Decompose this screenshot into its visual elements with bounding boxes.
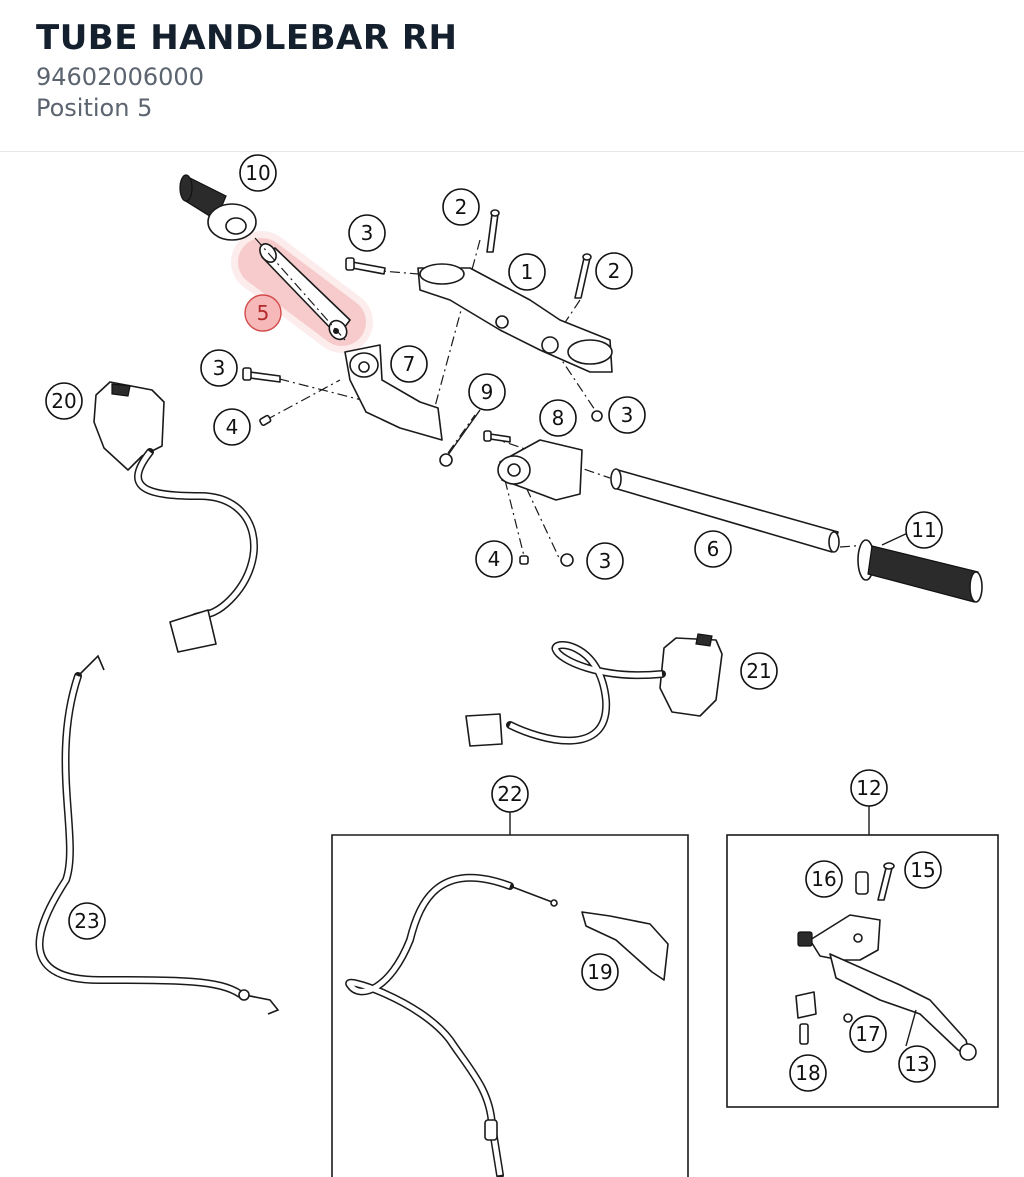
screw-4b xyxy=(519,555,529,565)
box-22 xyxy=(331,812,689,1177)
assembly-centerlines xyxy=(254,237,869,561)
fastener-9 xyxy=(439,453,453,467)
upper-triple-clamp xyxy=(417,263,613,373)
svg-text:12: 12 xyxy=(856,776,881,800)
switch-right xyxy=(465,633,723,747)
nut-17 xyxy=(843,1013,853,1023)
callout-3-bottom[interactable]: 3 xyxy=(586,542,624,580)
callout-11[interactable]: 11 xyxy=(905,511,943,549)
callout-4-left[interactable]: 4 xyxy=(213,408,251,446)
grip-left xyxy=(179,174,257,241)
callout-3-top[interactable]: 3 xyxy=(348,214,386,252)
callout-21[interactable]: 21 xyxy=(740,652,778,690)
svg-text:10: 10 xyxy=(245,161,270,185)
svg-text:19: 19 xyxy=(587,960,612,984)
svg-text:3: 3 xyxy=(213,356,226,380)
callout-19[interactable]: 19 xyxy=(581,953,619,991)
part-number: 94602006000 xyxy=(36,63,204,91)
lever-cover-19 xyxy=(581,911,669,981)
callout-5-highlighted[interactable]: 5 xyxy=(244,294,282,332)
svg-text:23: 23 xyxy=(74,909,99,933)
callout-2-right[interactable]: 2 xyxy=(595,252,633,290)
cable-23 xyxy=(35,654,280,1015)
svg-text:4: 4 xyxy=(488,547,501,571)
part-title: TUBE HANDLEBAR RH xyxy=(36,18,458,58)
tube-handlebar-lh xyxy=(610,468,840,553)
svg-text:3: 3 xyxy=(599,549,612,573)
callout-12[interactable]: 12 xyxy=(850,769,888,807)
svg-text:3: 3 xyxy=(621,403,634,427)
svg-text:15: 15 xyxy=(910,858,935,882)
callout-23[interactable]: 23 xyxy=(68,902,106,940)
bolt-3d xyxy=(483,430,511,443)
screw-4a xyxy=(259,414,272,427)
lever-assembly-13 xyxy=(797,914,977,1061)
svg-text:22: 22 xyxy=(497,782,522,806)
callout-1[interactable]: 1 xyxy=(508,253,546,291)
svg-text:3: 3 xyxy=(361,221,374,245)
svg-text:17: 17 xyxy=(855,1022,880,1046)
switch-18 xyxy=(795,991,817,1045)
position-label: Position 5 xyxy=(36,94,153,122)
bolt-2b xyxy=(574,253,592,299)
bolt-3b xyxy=(242,367,281,383)
box-12 xyxy=(726,806,999,1108)
nut-3c xyxy=(591,410,603,422)
svg-text:13: 13 xyxy=(904,1052,929,1076)
callout-20[interactable]: 20 xyxy=(45,382,83,420)
svg-text:2: 2 xyxy=(608,259,621,283)
callout-22[interactable]: 22 xyxy=(491,775,529,813)
svg-text:21: 21 xyxy=(746,659,771,683)
svg-text:9: 9 xyxy=(481,380,494,404)
page-header: TUBE HANDLEBAR RH 94602006000 Position 5 xyxy=(0,0,1024,152)
callout-8[interactable]: 8 xyxy=(539,399,577,437)
callout-15[interactable]: 15 xyxy=(904,851,942,889)
callout-17[interactable]: 17 xyxy=(849,1015,887,1053)
clamp-right xyxy=(497,439,583,501)
svg-text:8: 8 xyxy=(552,406,565,430)
clamp-left xyxy=(344,344,443,441)
switch-left xyxy=(93,381,258,653)
callout-7[interactable]: 7 xyxy=(390,345,428,383)
callout-3-left[interactable]: 3 xyxy=(200,349,238,387)
callout-13[interactable]: 13 xyxy=(898,1045,936,1083)
callout-18[interactable]: 18 xyxy=(789,1054,827,1092)
bolt-15 xyxy=(877,862,895,901)
callout-9[interactable]: 9 xyxy=(468,373,506,411)
svg-text:18: 18 xyxy=(795,1061,820,1085)
callout-4-bottom[interactable]: 4 xyxy=(475,540,513,578)
callout-10[interactable]: 10 xyxy=(239,154,277,192)
svg-text:5: 5 xyxy=(257,301,270,325)
callout-16[interactable]: 16 xyxy=(805,860,843,898)
grip-right xyxy=(857,539,983,603)
callout-3-mid[interactable]: 3 xyxy=(608,396,646,434)
svg-text:11: 11 xyxy=(911,518,936,542)
bolt-2a xyxy=(486,209,500,253)
callout-2-top[interactable]: 2 xyxy=(442,188,480,226)
svg-text:1: 1 xyxy=(521,260,534,284)
svg-text:4: 4 xyxy=(226,415,239,439)
svg-text:2: 2 xyxy=(455,195,468,219)
callout-6[interactable]: 6 xyxy=(694,530,732,568)
exploded-parts-diagram: 10 2 3 1 2 5 3 7 20 9 3 8 4 11 6 4 3 21 … xyxy=(35,154,999,1177)
svg-text:6: 6 xyxy=(707,537,720,561)
nut-3e xyxy=(560,553,574,567)
svg-text:16: 16 xyxy=(811,867,836,891)
screw-16 xyxy=(855,871,869,895)
svg-text:20: 20 xyxy=(51,389,76,413)
svg-text:7: 7 xyxy=(403,352,416,376)
bolt-3a xyxy=(345,257,386,275)
